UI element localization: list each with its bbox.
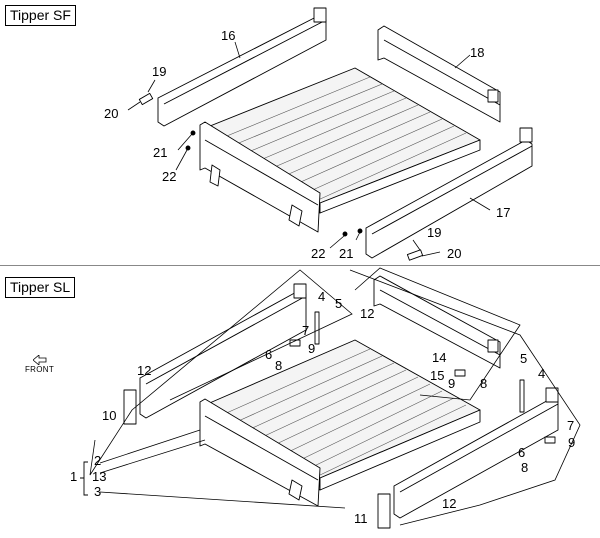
- front-arrow-icon: [32, 352, 47, 366]
- callout-label-21: 21: [153, 145, 167, 160]
- callout-label-11: 11: [354, 511, 368, 526]
- sl-post-11: [377, 493, 391, 529]
- callout-label-12: 12: [360, 306, 374, 321]
- callout-label-12: 12: [442, 496, 456, 511]
- sl-hinge-pins: [289, 311, 556, 444]
- callout-label-10: 10: [102, 408, 116, 423]
- callout-label-2: 2: [94, 453, 101, 468]
- sf-side-board-16: [157, 7, 327, 127]
- callout-label-12: 12: [137, 363, 151, 378]
- section-divider: [0, 265, 600, 266]
- callout-label-8: 8: [480, 376, 487, 391]
- callout-label-22: 22: [311, 246, 325, 261]
- callout-label-19: 19: [427, 225, 441, 240]
- callout-label-7: 7: [567, 418, 574, 433]
- callout-label-9: 9: [448, 376, 455, 391]
- callout-label-20: 20: [104, 106, 118, 121]
- callout-label-14: 14: [432, 350, 446, 365]
- sl-side-board-right: [393, 387, 559, 519]
- callout-label-21: 21: [339, 246, 353, 261]
- section-title-tipper-sl: Tipper SL: [5, 277, 76, 298]
- callout-label-15: 15: [430, 368, 444, 383]
- callout-label-7: 7: [302, 323, 309, 338]
- sf-lock-part-20a: [138, 92, 154, 106]
- sl-side-board-left: [139, 283, 307, 419]
- callout-label-20: 20: [447, 246, 461, 261]
- callout-label-6: 6: [518, 445, 525, 460]
- sf-front-board: [199, 121, 321, 233]
- callout-label-8: 8: [275, 358, 282, 373]
- sl-rear-board: [373, 275, 501, 369]
- callout-label-16: 16: [221, 28, 235, 43]
- callout-label-9: 9: [568, 435, 575, 450]
- callout-label-18: 18: [470, 45, 484, 60]
- callout-label-5: 5: [520, 351, 527, 366]
- sf-rear-board-18: [377, 25, 501, 123]
- callout-label-19: 19: [152, 64, 166, 79]
- callout-label-13: 13: [92, 469, 106, 484]
- callout-label-6: 6: [265, 347, 272, 362]
- sf-side-board-17: [365, 127, 533, 259]
- callout-label-1: 1: [70, 469, 77, 484]
- callout-label-5: 5: [335, 296, 342, 311]
- sf-lock-part-20b: [406, 249, 424, 261]
- front-label: FRONT: [25, 365, 55, 374]
- callout-label-9: 9: [308, 341, 315, 356]
- callout-lines: [89, 41, 581, 526]
- callout-label-8: 8: [521, 460, 528, 475]
- section-title-tipper-sf: Tipper SF: [5, 5, 76, 26]
- callout-label-3: 3: [94, 484, 101, 499]
- callout-label-4: 4: [538, 366, 545, 381]
- callout-label-22: 22: [162, 169, 176, 184]
- callout-label-17: 17: [496, 205, 510, 220]
- callout-label-4: 4: [318, 289, 325, 304]
